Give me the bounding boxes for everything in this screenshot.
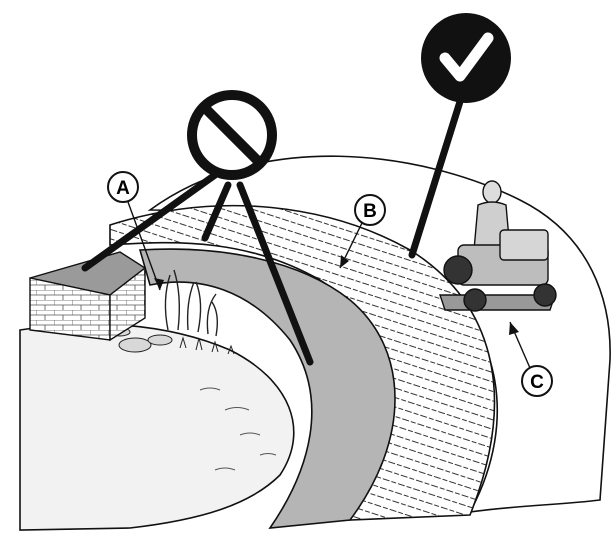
pond-water <box>20 324 294 530</box>
checkmark-icon <box>421 13 511 103</box>
callout-c-label: C <box>530 372 544 393</box>
callout-b-label: B <box>363 201 377 222</box>
prohibited-icon <box>192 95 272 175</box>
callout-a-label: A <box>116 178 130 199</box>
